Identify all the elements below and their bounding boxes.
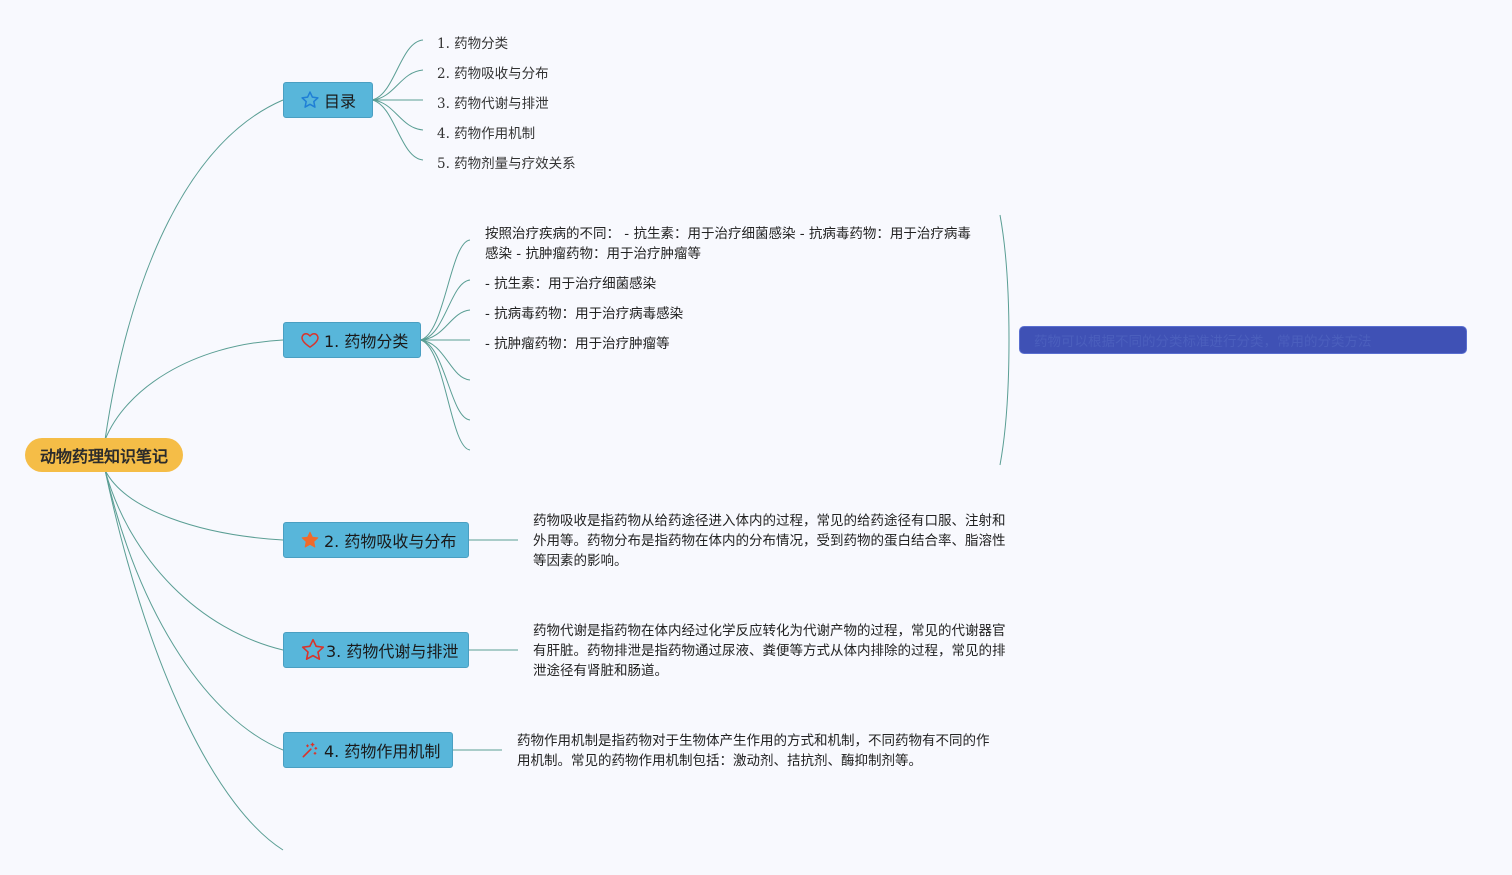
heart-icon — [300, 330, 320, 350]
classification-item-antibiotic[interactable]: - 抗生素：用于治疗细菌感染 — [485, 276, 657, 292]
connector-class-1 — [419, 239, 471, 341]
connector-root-mechanism — [104, 469, 284, 751]
classification-detail-line-2[interactable]: 感染 - 抗肿瘤药物：用于治疗肿瘤等 — [485, 246, 701, 262]
star-outline-red-icon — [300, 637, 326, 663]
connector-toc-1 — [371, 39, 424, 101]
root-label: 动物药理知识笔记 — [39, 447, 168, 466]
mechanism-detail-line-2: 用机制。常见的药物作用机制包括：激动剂、拮抗剂、酶抑制剂等。 — [517, 753, 922, 769]
absorption-detail-line-3: 等因素的影响。 — [533, 553, 628, 569]
mechanism-detail[interactable]: 药物作用机制是指药物对于生物体产生作用的方式和机制，不同药物有不同的作 用机制。… — [517, 731, 1017, 771]
star-filled-icon — [300, 530, 320, 550]
classification-detail-line-1[interactable]: 按照治疗疾病的不同： - 抗生素：用于治疗细菌感染 - 抗病毒药物：用于治疗病毒 — [485, 226, 971, 242]
absorption-detail-line-1: 药物吸收是指药物从给药途径进入体内的过程，常见的给药途径有口服、注射和 — [533, 513, 1006, 529]
connector-root-extra — [104, 469, 284, 851]
connector-class-3 — [419, 309, 471, 341]
summary-bracket — [999, 214, 1010, 466]
toc-item-5[interactable]: 5. 药物剂量与疗效关系 — [437, 156, 576, 172]
connector-class-2 — [419, 279, 471, 341]
mechanism-detail-line-1: 药物作用机制是指药物对于生物体产生作用的方式和机制，不同药物有不同的作 — [517, 733, 990, 749]
classification-item-antitumor[interactable]: - 抗肿瘤药物：用于治疗肿瘤等 — [485, 336, 670, 352]
star-outline-icon — [300, 90, 320, 110]
toc-item-3[interactable]: 3. 药物代谢与排泄 — [437, 96, 549, 112]
connector-root-metabolism — [104, 469, 284, 651]
magic-wand-icon — [300, 740, 320, 760]
metabolism-detail-line-1: 药物代谢是指药物在体内经过化学反应转化为代谢产物的过程，常见的代谢器官 — [533, 623, 1006, 639]
metabolism-detail-line-2: 有肝脏。药物排泄是指药物通过尿液、粪便等方式从体内排除的过程，常见的排 — [533, 643, 1006, 659]
classification-summary-text: 药物可以根据不同的分类标准进行分类，常用的分类方法 — [1034, 334, 1372, 350]
connector-toc-5 — [371, 99, 424, 161]
classification-item-antiviral[interactable]: - 抗病毒药物：用于治疗病毒感染 — [485, 306, 684, 322]
topic-metabolism-label: 3. 药物代谢与排泄 — [326, 642, 459, 661]
topic-mechanism-label: 4. 药物作用机制 — [324, 742, 441, 761]
metabolism-detail-line-3: 泄途径有肾脏和肠道。 — [533, 663, 668, 679]
topic-metabolism[interactable]: 3. 药物代谢与排泄 — [283, 632, 469, 668]
classification-summary[interactable]: 药物可以根据不同的分类标准进行分类，常用的分类方法 — [1019, 326, 1467, 354]
toc-item-1[interactable]: 1. 药物分类 — [437, 36, 509, 52]
toc-item-2[interactable]: 2. 药物吸收与分布 — [437, 66, 549, 82]
connector-class-5 — [419, 339, 471, 381]
connector-root-toc — [104, 99, 284, 441]
topic-absorption[interactable]: 2. 药物吸收与分布 — [283, 522, 469, 558]
connector-class-7 — [419, 339, 471, 451]
absorption-detail[interactable]: 药物吸收是指药物从给药途径进入体内的过程，常见的给药途径有口服、注射和 外用等。… — [533, 511, 1033, 571]
connector-root-absorption — [104, 469, 284, 541]
toc-item-4[interactable]: 4. 药物作用机制 — [437, 126, 536, 142]
topic-mechanism[interactable]: 4. 药物作用机制 — [283, 732, 453, 768]
topic-classification-label: 1. 药物分类 — [324, 332, 409, 351]
topic-absorption-label: 2. 药物吸收与分布 — [324, 532, 457, 551]
topic-toc-label: 目录 — [324, 92, 357, 111]
metabolism-detail[interactable]: 药物代谢是指药物在体内经过化学反应转化为代谢产物的过程，常见的代谢器官 有肝脏。… — [533, 621, 1033, 681]
connector-class-6 — [419, 339, 471, 421]
topic-classification[interactable]: 1. 药物分类 — [283, 322, 421, 358]
connector-root-classification — [104, 339, 284, 441]
connector-toc-2 — [371, 69, 424, 101]
topic-toc[interactable]: 目录 — [283, 82, 373, 118]
connector-toc-4 — [371, 99, 424, 131]
absorption-detail-line-2: 外用等。药物分布是指药物在体内的分布情况，受到药物的蛋白结合率、脂溶性 — [533, 533, 1006, 549]
root-topic[interactable]: 动物药理知识笔记 — [25, 438, 183, 472]
